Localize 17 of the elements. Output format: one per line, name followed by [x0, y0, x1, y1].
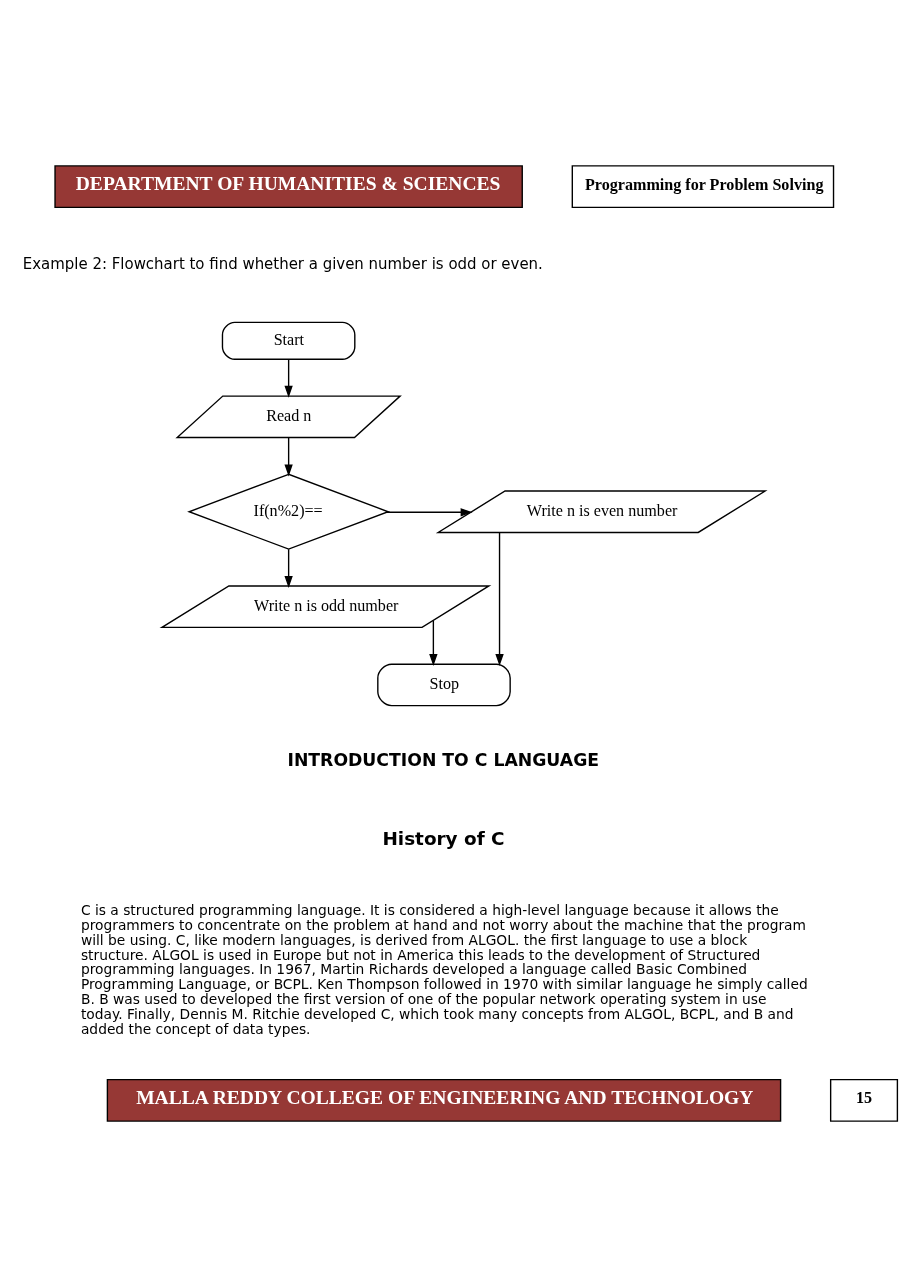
- node-box: 15: [829, 1078, 898, 1122]
- node-box: MALLA REDDY COLLEGE OF ENGINEERING AND TECHNOLOGY: [106, 1078, 781, 1122]
- node-box: Stop: [376, 663, 511, 707]
- arrow: [385, 508, 473, 517]
- label: INTRODUCTION TO C LANGUAGE: [286, 750, 599, 771]
- label: Example 2: Flowchart to find whether a given number is odd or even.: [22, 254, 543, 273]
- arrow: [494, 531, 504, 667]
- node-box: Start: [221, 321, 355, 360]
- node-box: DEPARTMENT OF HUMANITIES & SCIENCES: [53, 165, 523, 209]
- arrow: [283, 437, 293, 477]
- label: C is a structured programming language. It is considered a high-level language because it allows the programmers to concentrate on the problem at hand and not worry about the machine that the program will be using. C, like modern languages, is derived from ALGOL. the first language to use a block structure. ALGOL is used in Europe but not in America this leads to the development of Structured programming languages. In 1967, Martin Richards developed a language called Basic Combined Programming Language, or BCPL. Ken Thompson followed in 1970 with similar language he simply called B. B was used to developed the first version of one of the popular network operating system in use today. Finally, Dennis M. Ritchie developed C, which took many concepts from ALGOL, BCPL, and B and added the concept of data types.: [80, 901, 808, 1038]
- arrow: [283, 358, 293, 398]
- arrow: [428, 619, 438, 667]
- arrow: [283, 548, 293, 588]
- node-box: Programming for Problem Solving: [571, 165, 834, 209]
- node-diamond: If(n%2)==: [186, 473, 390, 550]
- label: History of C: [381, 827, 505, 849]
